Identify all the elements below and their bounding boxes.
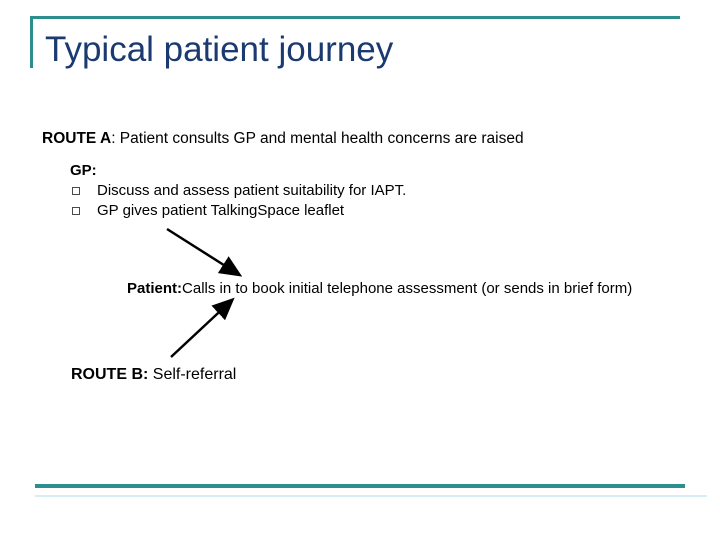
bullet-text: GP gives patient TalkingSpace leaflet	[97, 202, 345, 219]
page-title: Typical patient journey	[45, 30, 394, 69]
list-item: Discuss and assess patient suitability f…	[72, 182, 406, 199]
bullet-text: Discuss and assess patient suitability f…	[97, 182, 407, 199]
route-a-line: ROUTE A: Patient consults GP and mental …	[42, 130, 524, 148]
square-bullet-icon	[72, 187, 80, 195]
patient-line: Patient:Calls in to book initial telepho…	[127, 280, 632, 297]
patient-label: Patient:	[127, 280, 183, 297]
route-b-text: Self-referral	[148, 366, 237, 383]
gp-heading: GP:	[70, 162, 97, 179]
footer-rule-thick	[35, 484, 685, 488]
title-left-rule	[30, 16, 33, 68]
footer-rule-thin	[35, 495, 707, 497]
patient-text: Calls in to book initial telephone asses…	[182, 280, 633, 297]
route-b-line: ROUTE B: Self-referral	[71, 366, 236, 384]
arrow-up-right-icon	[170, 297, 235, 358]
square-bullet-icon	[72, 207, 80, 215]
route-b-label: ROUTE B:	[71, 366, 149, 383]
title-top-rule	[30, 16, 680, 19]
route-a-label: ROUTE A	[42, 130, 112, 147]
arrow-down-right-icon	[166, 227, 243, 277]
route-a-text: : Patient consults GP and mental health …	[111, 130, 524, 147]
list-item: GP gives patient TalkingSpace leaflet	[72, 202, 344, 219]
